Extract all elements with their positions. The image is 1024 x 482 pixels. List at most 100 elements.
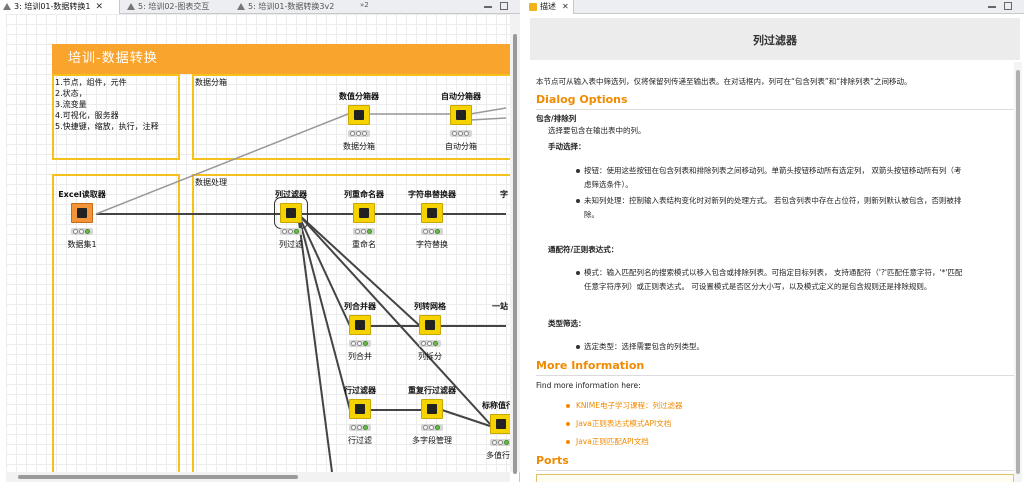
include-exclude-heading: 包含/排除列 (536, 114, 577, 123)
node-caption: 自动分箱 (445, 142, 477, 151)
minimize-icon[interactable] (988, 2, 996, 8)
node-title: 行过滤器 (344, 386, 376, 395)
node-column-to-grid[interactable]: 列转网格 列拆分 (400, 301, 460, 373)
node-title: Excel读取器 (58, 190, 106, 199)
wire-colfilter-colgrid (297, 213, 421, 327)
node-title: 标称值行 (482, 401, 510, 410)
wire-excel-numbin (95, 113, 349, 215)
node-row-filter[interactable]: 行过滤器 行过滤 (330, 385, 390, 457)
link-knime-elearning[interactable]: KNIME电子学习课程：列过滤器 (576, 401, 683, 410)
excel-reader-icon (71, 203, 93, 223)
string-replace-icon (421, 203, 443, 223)
node-title: 一站 (492, 302, 508, 311)
description-scrollbar[interactable] (1014, 62, 1022, 482)
node-cut-off-2[interactable]: 一站 (468, 301, 508, 373)
description-tab-bar: 描述✕ (526, 0, 1024, 14)
wildcard-bullet-line-1: 模式：输入匹配列名的搜索模式以移入包含或排除列表。可指定目标列表， 支持通配符（… (584, 268, 963, 277)
row-filter-icon (349, 399, 371, 419)
node-status (421, 424, 443, 431)
node-title: 列过滤器 (275, 190, 307, 199)
node-cut-off-1[interactable]: 字 (468, 189, 508, 261)
scrollbar-thumb[interactable] (513, 34, 517, 474)
node-title: 重复行过滤器 (408, 386, 456, 395)
maximize-icon[interactable] (1004, 2, 1012, 10)
bullet (576, 169, 580, 173)
node-title: 自动分箱器 (441, 92, 481, 101)
manual-selection-heading: 手动选择： (548, 142, 586, 151)
bullet (576, 345, 580, 349)
link-java-regex-matcher[interactable]: Java正则匹配API文档 (576, 437, 649, 446)
bullet (566, 422, 570, 426)
column-filter-icon (274, 197, 308, 229)
node-caption: 重命名 (352, 240, 376, 249)
note-line-2: 2.状态， (55, 89, 87, 98)
more-tabs-button[interactable]: »2 (360, 1, 369, 9)
ports-section (536, 474, 1014, 482)
column-merge-icon (349, 315, 371, 335)
node-string-replacer[interactable]: 字符串替换器 字符替换 (402, 189, 462, 261)
scrollbar-thumb[interactable] (18, 475, 298, 479)
include-desc: 选择要包含在输出表中的列。 (548, 126, 646, 135)
tab-workflow-2[interactable]: 5: 培训02-图表交互 (124, 0, 234, 14)
node-column-filter[interactable]: 列过滤器 列过滤 (261, 189, 321, 261)
node-status (349, 424, 371, 431)
more-info-desc: Find more information here: (536, 381, 641, 390)
divider (536, 109, 1014, 110)
node-status (421, 228, 443, 235)
editor-tab-bar: 3: 培训01-数据转换1✕ 5: 培训02-图表交互 5: 培训01-数据转换… (0, 0, 520, 14)
node-column-rename[interactable]: 列重命名器 重命名 (334, 189, 394, 261)
manual-bullet-2-line-1: 未知列处理：控制输入表结构变化时对新列的处理方式。 若包含列表中存在占位符，则新… (584, 196, 962, 205)
type-bullet-line-1: 选定类型：选择需要包含的列类型。 (584, 342, 704, 351)
link-java-regex-pattern[interactable]: Java正则表达式模式API文档 (576, 419, 672, 428)
column-grid-icon (419, 315, 441, 335)
node-caption: 数据集1 (67, 240, 97, 249)
bullet (576, 199, 580, 203)
node-auto-binner[interactable]: 自动分箱器 自动分箱 (431, 91, 491, 163)
node-status (419, 340, 441, 347)
node-column-merger[interactable]: 列合并器 列合并 (330, 301, 390, 373)
node-caption: 列合并 (348, 352, 372, 361)
annotation-binning[interactable] (192, 74, 510, 160)
node-excel-reader[interactable]: Excel读取器 数据集1 (52, 189, 112, 261)
node-title: 数值分箱器 (339, 92, 379, 101)
wire-autobin-out1 (469, 107, 507, 115)
description-icon (529, 3, 537, 11)
wildcard-bullet-line-2: 任意字符序列）或正则表达式。 可设置模式是否区分大小写，以及模式定义的是包含规则… (584, 282, 932, 291)
dialog-options-heading: Dialog Options (536, 93, 628, 106)
description-body: 本节点可从输入表中筛选列，仅将保留列传递至输出表。在对话框内，列可在“包含列表”… (536, 62, 1016, 482)
node-title: 字 (500, 190, 508, 199)
tab-workflow-1[interactable]: 3: 培训01-数据转换1✕ (0, 0, 120, 14)
processing-label: 数据处理 (195, 178, 227, 187)
note-line-1: 1.节点，组件，元件 (55, 78, 127, 87)
divider (536, 470, 1014, 471)
vertical-scrollbar[interactable] (510, 14, 520, 474)
binning-label: 数据分箱 (195, 78, 227, 87)
node-nominal-value-row[interactable]: 标称值行 多值行 (468, 400, 510, 472)
maximize-icon[interactable] (500, 2, 508, 10)
tab-description[interactable]: 描述✕ (526, 0, 574, 14)
workflow-canvas[interactable]: 培训-数据转换 1.节点，组件，元件 2.状态， 3.流变量 4.可视化，服务器… (6, 14, 510, 472)
note-line-3: 3.流变量 (55, 100, 87, 109)
ports-heading: Ports (536, 454, 569, 467)
node-numeric-binner[interactable]: 数值分箱器 数据分箱 (329, 91, 389, 163)
nominal-filter-icon (490, 414, 510, 434)
node-caption: 行过滤 (348, 436, 372, 445)
minimize-icon[interactable] (484, 2, 492, 8)
annotation-processing[interactable] (192, 174, 510, 472)
annotation-reader[interactable] (52, 174, 180, 472)
duplicate-filter-icon (421, 399, 443, 419)
note-line-4: 4.可视化，服务器 (55, 111, 119, 120)
tab-workflow-3[interactable]: 5: 培训01-数据转换3v2 (234, 0, 358, 14)
scrollbar-thumb[interactable] (1016, 70, 1020, 474)
horizontal-scrollbar[interactable] (6, 472, 510, 482)
type-filter-heading: 类型筛选： (548, 319, 586, 328)
close-icon[interactable]: ✕ (562, 2, 569, 11)
annotation-notes[interactable] (52, 74, 180, 160)
wire-colfilter-nominal (297, 213, 491, 425)
node-duplicate-row-filter[interactable]: 重复行过滤器 多字段管理 (402, 385, 462, 457)
node-caption: 多值行 (486, 451, 510, 460)
node-caption: 列拆分 (418, 352, 442, 361)
close-icon[interactable]: ✕ (95, 2, 104, 12)
workflow-connections (95, 107, 507, 472)
